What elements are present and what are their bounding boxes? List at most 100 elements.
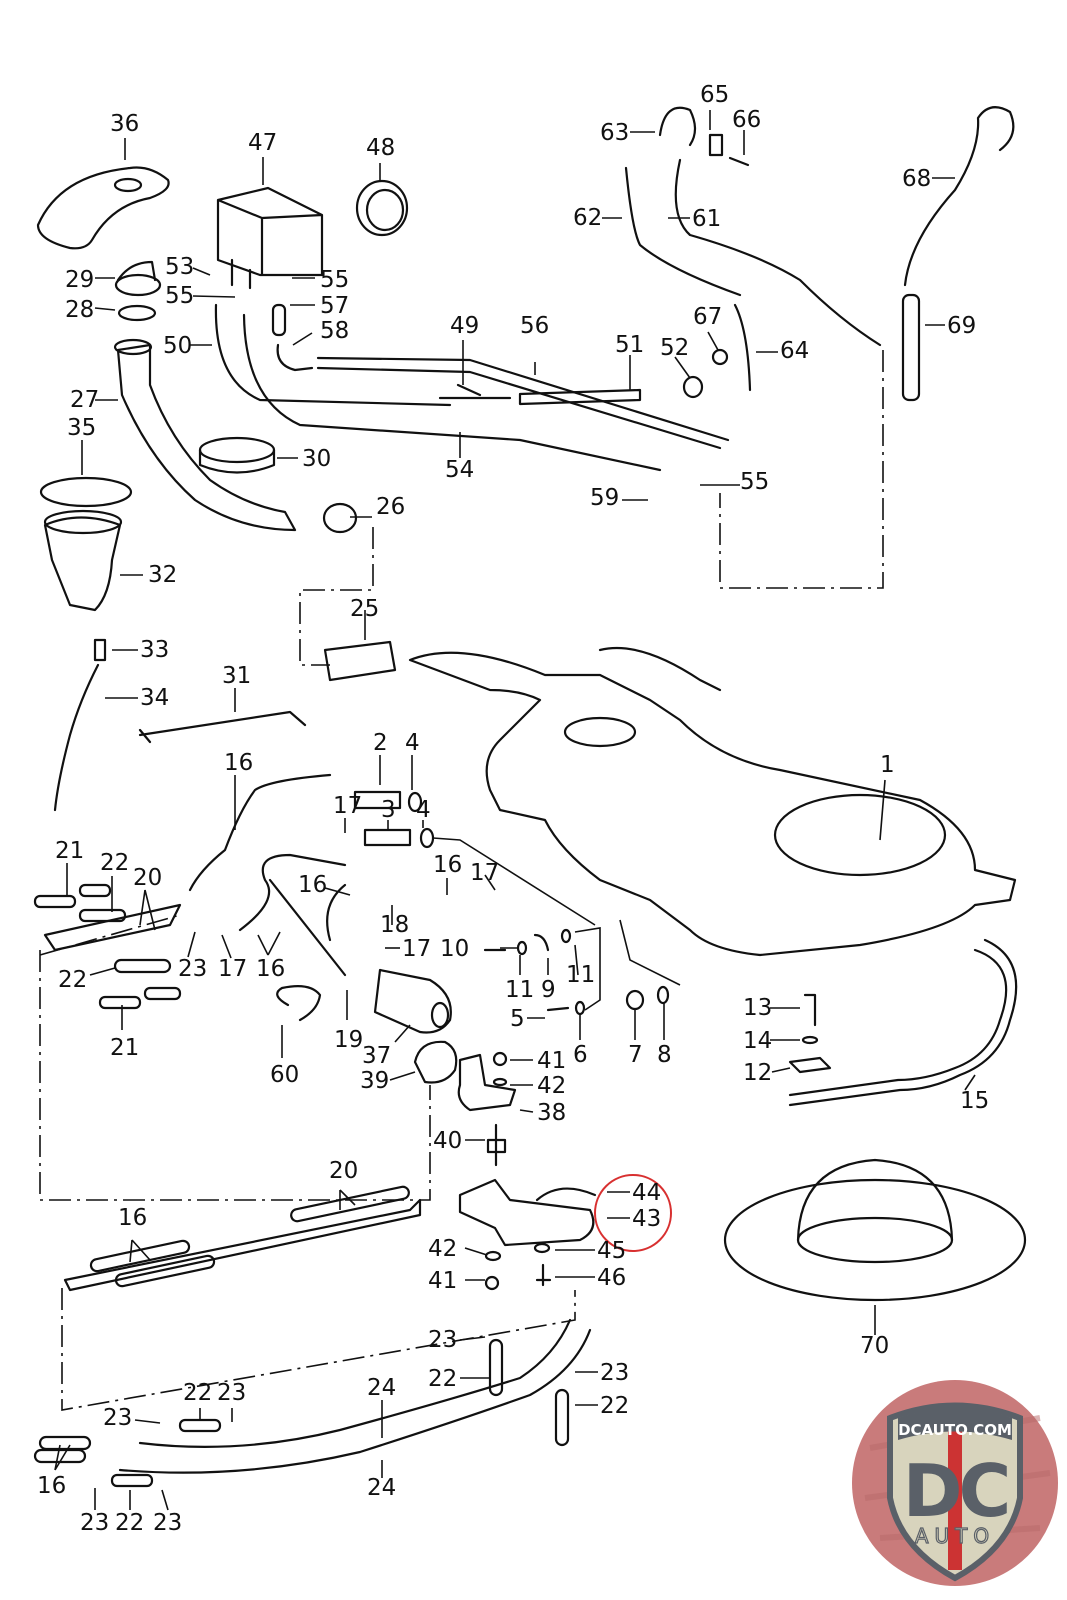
logo-monogram: DC: [903, 1449, 1008, 1533]
part-49-tee: [438, 383, 512, 400]
callout-22: 22: [58, 967, 87, 993]
callout-69: 69: [947, 313, 976, 339]
part-3-bolt: [363, 828, 412, 847]
part-34-hose: [53, 663, 100, 812]
part-64-hose: [733, 303, 752, 392]
part-50-hose: [214, 303, 452, 407]
callout-35: 35: [67, 415, 96, 441]
logo-subtext: AUTO: [915, 1524, 995, 1548]
callout-labels: 36 47 48 29 28 53 55 55 57 58 50 27 35 3…: [37, 82, 989, 1536]
callout-55: 55: [165, 283, 194, 309]
callout-60: 60: [270, 1062, 299, 1088]
callout-23: 23: [178, 956, 207, 982]
part-35-ring: [39, 476, 133, 508]
callout-39: 39: [360, 1068, 389, 1094]
callout-49: 49: [450, 313, 479, 339]
part-39-clamp: [413, 1040, 458, 1084]
callout-23: 23: [428, 1327, 457, 1353]
callout-16: 16: [256, 956, 285, 982]
callout-17: 17: [333, 793, 362, 819]
logo-url: DCAUTO.COM: [898, 1421, 1012, 1439]
part-28-gasket: [117, 304, 157, 322]
callout-25: 25: [350, 596, 379, 622]
callout-23: 23: [103, 1405, 132, 1431]
part-31-wire: [138, 710, 307, 744]
callout-24: 24: [367, 1375, 396, 1401]
part-2-bolt: [353, 790, 402, 810]
callout-16: 16: [118, 1205, 147, 1231]
callout-21: 21: [55, 838, 84, 864]
callout-30: 30: [302, 446, 331, 472]
dcauto-logo: DCAUTO.COM DC AUTO: [852, 1380, 1058, 1586]
callout-22: 22: [428, 1366, 457, 1392]
callout-23: 23: [153, 1510, 182, 1536]
callout-29: 29: [65, 267, 94, 293]
callout-17: 17: [402, 936, 431, 962]
callout-32: 32: [148, 562, 177, 588]
callout-23: 23: [600, 1360, 629, 1386]
part-38-bracket: [457, 1053, 517, 1112]
part-30-pad: [198, 436, 276, 464]
callout-56: 56: [520, 313, 549, 339]
callout-41: 41: [428, 1268, 457, 1294]
part-69-sleeve: [901, 293, 921, 402]
part-drawings: [33, 106, 1027, 1488]
callout-7: 7: [628, 1042, 643, 1068]
callout-11: 11: [566, 962, 595, 988]
part-37-pump: [373, 968, 452, 1034]
part-44-clamp: [535, 1187, 597, 1202]
part-25-sleeve: [323, 640, 397, 682]
callout-22: 22: [600, 1393, 629, 1419]
part-60-clip: [276, 985, 322, 1022]
callout-26: 26: [376, 494, 405, 520]
part-20-tray: [43, 903, 182, 952]
logo-stripe: [948, 1430, 962, 1570]
callout-47: 47: [248, 130, 277, 156]
callout-21: 21: [110, 1035, 139, 1061]
part-16-hose: [188, 773, 332, 892]
callout-33: 33: [140, 637, 169, 663]
callout-38: 38: [537, 1100, 566, 1126]
callout-9: 9: [541, 977, 556, 1003]
callout-50: 50: [163, 333, 192, 359]
callout-27: 27: [70, 387, 99, 413]
part-27-filler-neck: [116, 343, 297, 532]
callout-40: 40: [433, 1128, 462, 1154]
callout-54: 54: [445, 457, 474, 483]
part-36-cover: [36, 166, 170, 250]
part-32-boot: [43, 516, 122, 612]
callout-43: 43: [632, 1206, 661, 1232]
callout-58: 58: [320, 318, 349, 344]
callout-22: 22: [100, 850, 129, 876]
callout-15: 15: [960, 1088, 989, 1114]
callout-23: 23: [80, 1510, 109, 1536]
part-26-clamp: [322, 502, 358, 534]
part-40-mount: [486, 1123, 507, 1167]
callout-57: 57: [320, 293, 349, 319]
assembly-frame: [39, 914, 431, 1201]
part-70-cover: [723, 1178, 1027, 1302]
callout-23: 23: [217, 1380, 246, 1406]
callout-41: 41: [537, 1048, 566, 1074]
callout-2: 2: [373, 730, 388, 756]
callout-17: 17: [218, 956, 247, 982]
part-51-pipe: [518, 388, 642, 406]
callout-62: 62: [573, 205, 602, 231]
part-56-hose: [316, 356, 730, 442]
part-65-clip: [708, 133, 724, 157]
callout-14: 14: [743, 1028, 772, 1054]
callout-18: 18: [380, 912, 409, 938]
callout-4: 4: [405, 730, 420, 756]
callout-11: 11: [505, 977, 534, 1003]
callout-28: 28: [65, 297, 94, 323]
part-52-grommet: [682, 375, 704, 399]
callout-3: 3: [381, 797, 396, 823]
callout-20: 20: [133, 865, 162, 891]
callout-16: 16: [37, 1473, 66, 1499]
callout-34: 34: [140, 685, 169, 711]
callout-31: 31: [222, 663, 251, 689]
part-12-block: [788, 1056, 832, 1074]
callout-42: 42: [428, 1236, 457, 1262]
callout-22: 22: [115, 1510, 144, 1536]
